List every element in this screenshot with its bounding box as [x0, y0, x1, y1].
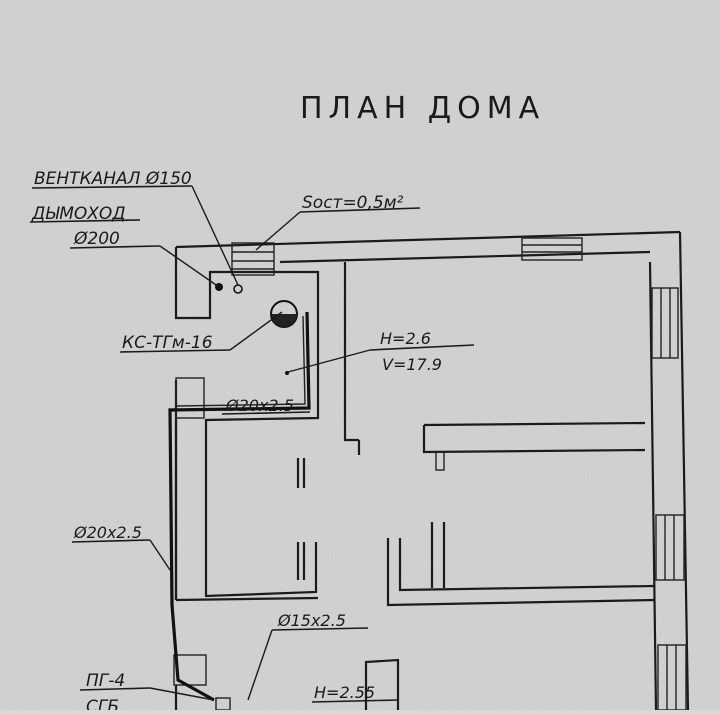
bottom-room-wall: [364, 658, 400, 710]
pipe-lower-underline: [271, 627, 369, 631]
outer-wall-top-inner: [279, 250, 651, 264]
label-meter-sub: СГБ: [86, 697, 119, 710]
lower-partition-1: [386, 538, 655, 607]
window-top: [521, 237, 583, 261]
dymokhod-leader: [159, 245, 220, 288]
label-s-ost: Sост=0,5м²: [302, 193, 404, 213]
label-ventkanal: ВЕНТКАНАЛ Ø150: [34, 169, 192, 189]
door-stub: [435, 451, 445, 471]
label-meter: ПГ-4: [86, 671, 125, 691]
outer-wall-right-inner: [648, 261, 658, 711]
ventkanal-underline: [31, 185, 193, 189]
outer-wall-top: [175, 230, 681, 249]
pipe-left-underline: [71, 539, 151, 543]
label-boiler: КС-ТГм-16: [122, 333, 213, 353]
meter-underline: [79, 687, 151, 691]
pipe-left-leader: [149, 539, 171, 571]
room-divider-top: [423, 421, 646, 427]
dymokhod-underline: [29, 219, 141, 223]
height-lower-underline: [311, 699, 399, 703]
hv-leader: [287, 349, 371, 373]
boiler-room-wall-inner: [343, 275, 359, 442]
label-dymokhod-1: ДЫМОХОД: [31, 204, 126, 224]
label-pipe-upper: Ø20x2.5: [225, 396, 294, 415]
outer-wall-right: [678, 231, 690, 711]
hv-underline: [369, 344, 475, 351]
pipe-lower-leader: [247, 629, 273, 701]
boiler-underline: [119, 349, 231, 353]
ventkanal-leader: [191, 185, 239, 286]
meter-leader: [149, 687, 215, 701]
window-right-2: [655, 514, 685, 581]
lower-partition-2: [398, 538, 655, 592]
dymokhod-underline-2: [69, 245, 161, 249]
gas-pipe-main-2: [175, 315, 306, 407]
pipe-upper-underline: [221, 411, 311, 415]
left-wall-lower-2: [175, 596, 319, 602]
window-right-1: [651, 287, 679, 359]
label-pipe-lower: Ø15x2.5: [277, 611, 346, 630]
gas-pipe-main: [168, 311, 311, 702]
label-volume-main: V=17.9: [382, 355, 442, 374]
boiler-room-wall-outer: [174, 247, 320, 598]
room-divider: [422, 425, 646, 454]
s-ost-leader: [255, 211, 301, 251]
label-pipe-left: Ø20x2.5: [73, 523, 142, 542]
boiler-leader: [229, 311, 283, 351]
label-height-main: Н=2.6: [380, 329, 431, 348]
s-ost-underline: [299, 207, 421, 213]
plan-title: ПЛАН ДОМА: [300, 91, 545, 126]
vent-opening: [231, 242, 275, 276]
boiler-fill: [271, 314, 297, 327]
label-height-lower: Н=2.55: [314, 683, 375, 702]
hv-point: [285, 371, 289, 375]
left-wall-stub: [175, 377, 205, 419]
label-dymokhod-2: Ø200: [73, 229, 120, 249]
